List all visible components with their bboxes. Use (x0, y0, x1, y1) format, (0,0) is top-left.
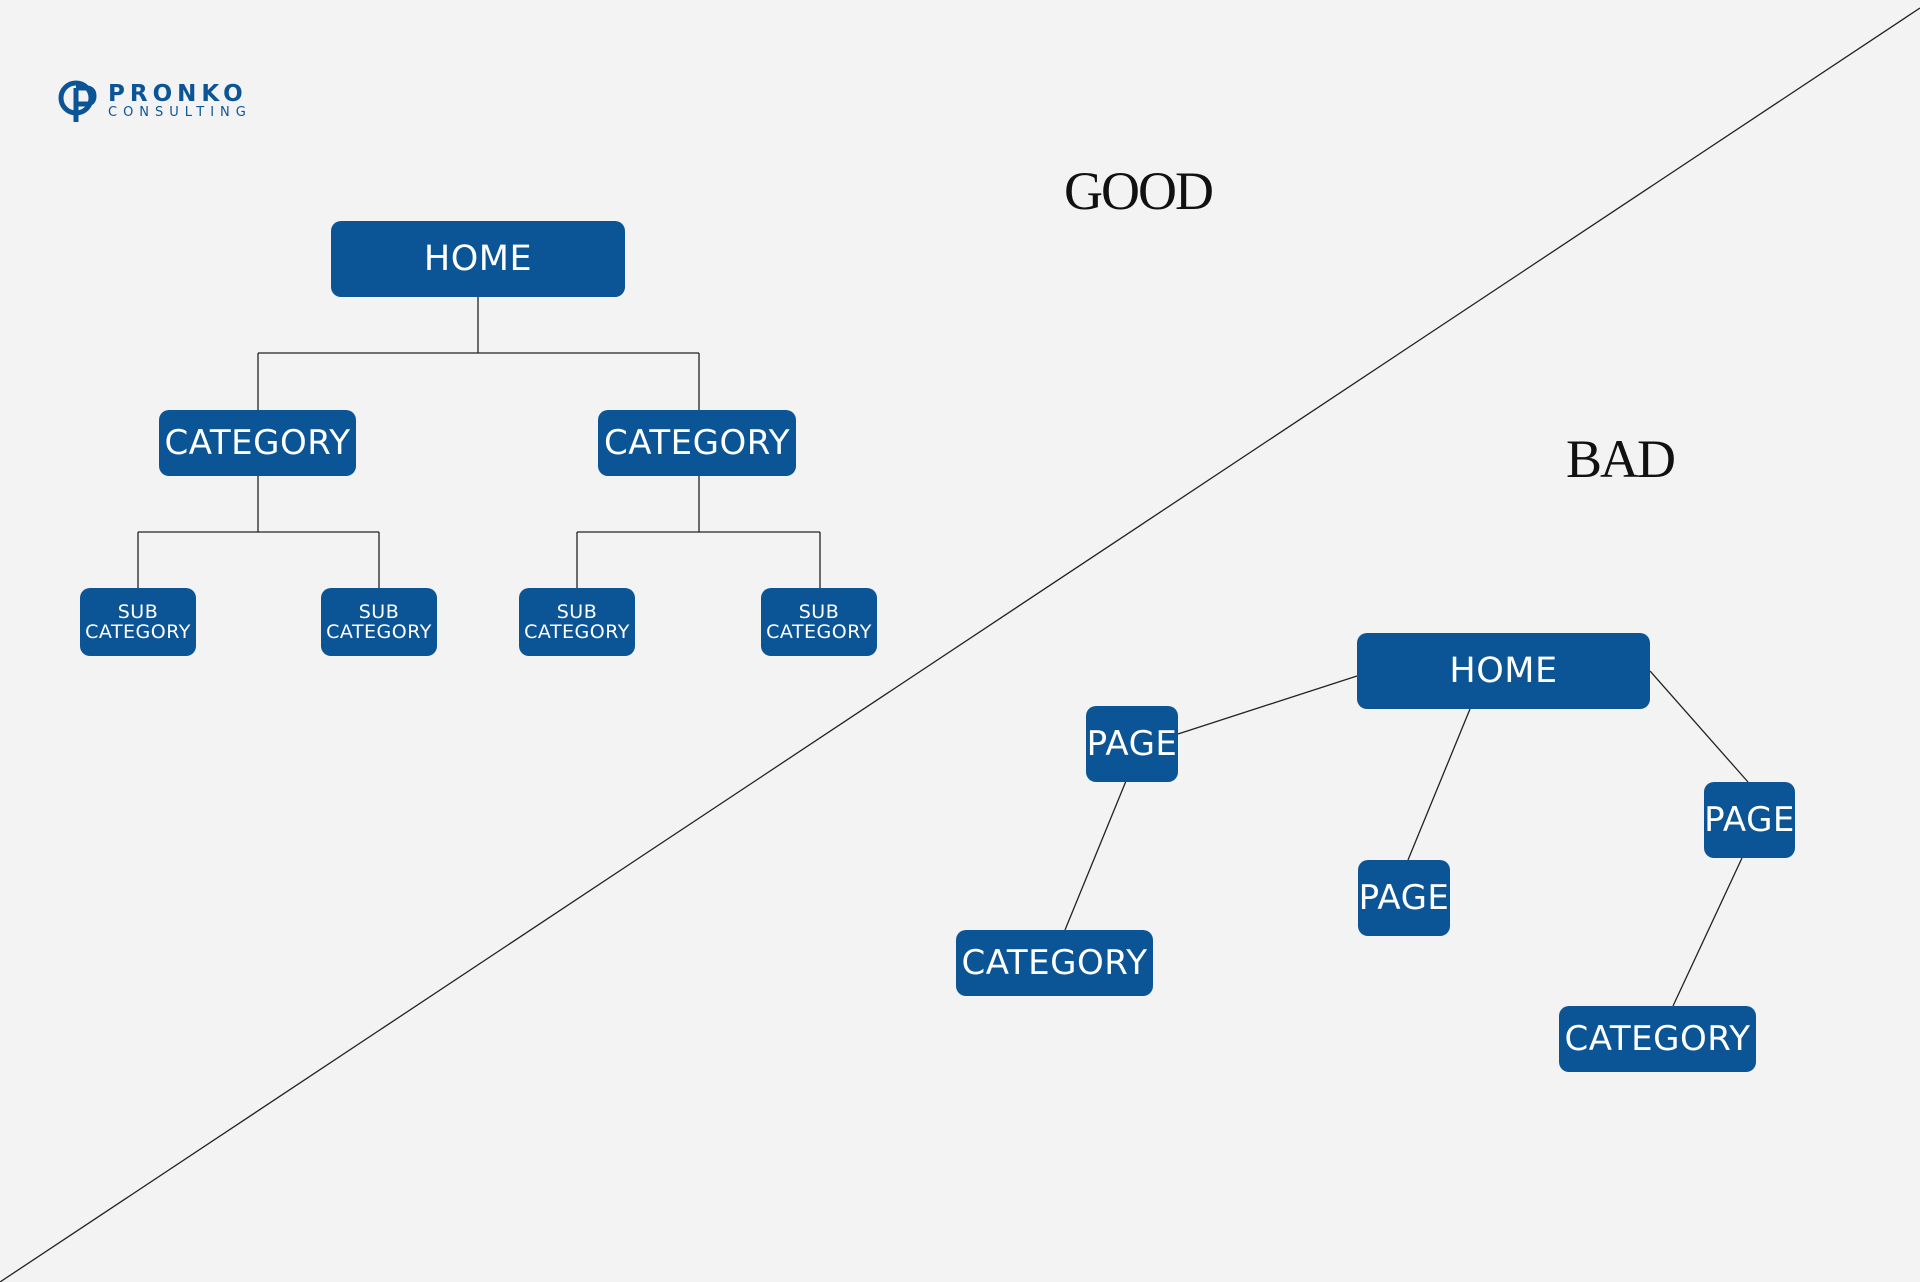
good-subcategory-node-2: SUB CATEGORY (321, 588, 437, 656)
pronko-logo-icon (58, 80, 97, 122)
bad-category-node-2: CATEGORY (1559, 1006, 1756, 1072)
good-tree-connectors (137, 297, 821, 588)
bad-page-node-3: PAGE (1704, 782, 1795, 858)
good-category-node-2: CATEGORY (598, 410, 796, 476)
bad-tree-connectors (1064, 670, 1749, 1007)
bad-label: BAD (1566, 429, 1676, 489)
diagonal-divider (0, 7, 1920, 1282)
good-subcategory-node-3: SUB CATEGORY (519, 588, 635, 656)
good-home-node: HOME (331, 221, 625, 297)
logo-subtitle: CONSULTING (108, 105, 252, 120)
good-subcategory-node-4: SUB CATEGORY (761, 588, 877, 656)
logo-brand: PRONKO (108, 81, 248, 107)
good-label: GOOD (1064, 161, 1214, 221)
bad-home-node: HOME (1357, 633, 1650, 709)
pronko-logo: PRONKO CONSULTING (56, 78, 252, 124)
good-category-node-1: CATEGORY (159, 410, 356, 476)
bad-category-node-1: CATEGORY (956, 930, 1153, 996)
bad-page-node-1: PAGE (1086, 706, 1178, 782)
good-subcategory-node-1: SUB CATEGORY (80, 588, 196, 656)
bad-page-node-2: PAGE (1358, 860, 1450, 936)
logo-text: PRONKO CONSULTING (108, 82, 252, 120)
